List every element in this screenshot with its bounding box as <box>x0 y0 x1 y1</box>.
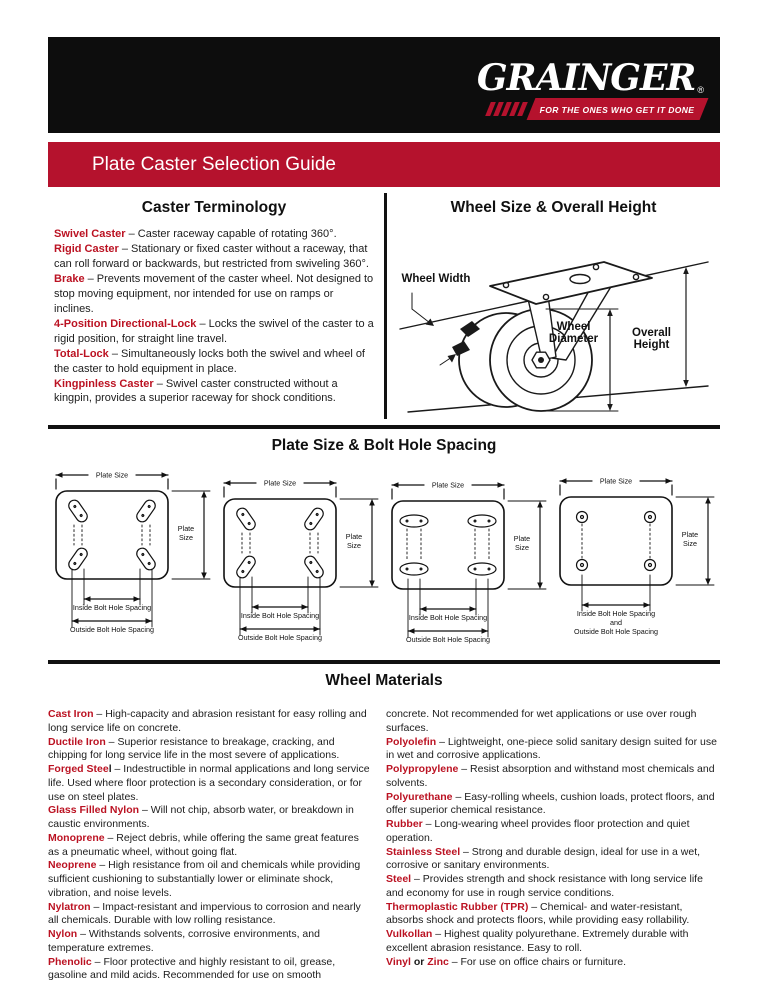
definition-item: Monoprene – Reject debris, while offerin… <box>48 831 359 858</box>
document-page: GRAINGER ® FOR THE ONES WHO GET IT DONE … <box>48 37 720 983</box>
materials-column-left: Cast Iron – High-capacity and abrasion r… <box>48 708 384 983</box>
page-title: Plate Caster Selection Guide <box>92 154 336 175</box>
section-rule-bottom <box>48 660 720 664</box>
svg-text:and: and <box>610 618 622 627</box>
definition-item: Vinyl or Zinc – For use on office chairs… <box>386 955 627 968</box>
definition-item: Neoprene – High resistance from oil and … <box>48 859 361 899</box>
svg-text:Plate: Plate <box>514 534 530 543</box>
terminology-heading: Caster Terminology <box>141 199 287 216</box>
definition-item: Polyolefin – Lightweight, one-piece soli… <box>386 735 717 762</box>
svg-text:Plate Size: Plate Size <box>432 481 464 490</box>
materials-heading: Wheel Materials <box>325 672 443 689</box>
page-title-banner: Plate Caster Selection Guide <box>48 142 720 187</box>
svg-text:Outside Bolt Hole Spacing: Outside Bolt Hole Spacing <box>70 625 154 634</box>
definition-item: concrete. Not recommended for wet applic… <box>386 708 697 734</box>
definition-item: Swivel Caster – Caster raceway capable o… <box>54 228 337 240</box>
plate-section-heading: Plate Size & Bolt Hole Spacing <box>271 437 497 454</box>
svg-text:Size: Size <box>515 543 529 552</box>
logo-tagline-row: FOR THE ONES WHO GET IT DONE <box>477 98 709 120</box>
definition-item: Total-Lock – Simultaneously locks both t… <box>54 347 365 375</box>
svg-text:Inside Bolt Hole Spacing: Inside Bolt Hole Spacing <box>241 611 319 620</box>
caster-diagram: Wheel Width Wheel Diameter Overall Heigh… <box>394 229 714 419</box>
svg-text:Outside Bolt Hole Spacing: Outside Bolt Hole Spacing <box>406 635 490 644</box>
svg-text:Plate: Plate <box>346 532 362 541</box>
svg-text:Plate Size: Plate Size <box>600 477 632 486</box>
definition-item: Kingpinless Caster – Swivel caster const… <box>54 377 338 405</box>
definition-item: Forged Steel – Indestructible in normal … <box>48 763 370 803</box>
definition-item: 4-Position Directional-Lock – Locks the … <box>54 317 374 345</box>
registered-mark: ® <box>697 85 704 95</box>
tagline-text: FOR THE ONES WHO GET IT DONE <box>539 105 695 115</box>
svg-text:Size: Size <box>179 533 193 542</box>
definition-item: Phenolic – Floor protective and highly r… <box>48 955 336 982</box>
caster-drawing <box>398 261 709 413</box>
vertical-divider <box>384 193 387 419</box>
section-rule-top <box>48 425 720 429</box>
svg-text:Plate: Plate <box>178 524 194 533</box>
svg-text:Plate Size: Plate Size <box>264 479 296 488</box>
definition-item: Vulkollan – Highest quality polyurethane… <box>386 928 689 954</box>
wheel-size-heading: Wheel Size & Overall Height <box>450 199 657 216</box>
grainger-logo-text: GRAINGER <box>476 57 696 99</box>
svg-text:Inside Bolt Hole Spacing: Inside Bolt Hole Spacing <box>73 603 151 612</box>
definition-item: Polyurethane – Easy-rolling wheels, cush… <box>386 790 715 817</box>
definition-item: Ductile Iron – Superior resistance to br… <box>48 735 340 762</box>
svg-text:Inside Bolt Hole Spacing: Inside Bolt Hole Spacing <box>409 613 487 622</box>
svg-text:Plate Size: Plate Size <box>96 471 128 480</box>
svg-text:Size: Size <box>683 539 697 548</box>
red-slash-icon <box>517 102 529 116</box>
svg-text:Plate: Plate <box>682 530 698 539</box>
caster-terminology-column: Caster Terminology Swivel Caster – Caste… <box>48 191 384 419</box>
svg-text:Size: Size <box>347 541 361 550</box>
svg-text:Outside Bolt Hole Spacing: Outside Bolt Hole Spacing <box>238 633 322 642</box>
top-section: Caster Terminology Swivel Caster – Caste… <box>48 191 720 419</box>
terminology-list: Swivel Caster – Caster raceway capable o… <box>54 227 374 406</box>
wheel-size-column: Wheel Size & Overall Height <box>387 191 720 419</box>
wheel-width-label: Wheel Width <box>401 273 471 285</box>
grainger-logo: GRAINGER ® FOR THE ONES WHO GET IT DONE <box>476 57 709 120</box>
definition-item: Rubber – Long-wearing wheel provides flo… <box>386 818 690 844</box>
definition-item: Stainless Steel – Strong and durable des… <box>386 845 701 872</box>
materials-columns: Cast Iron – High-capacity and abrasion r… <box>48 708 720 983</box>
wheel-diameter-label: Wheel Diameter <box>548 321 599 346</box>
overall-height-label: Overall Height <box>632 327 671 352</box>
svg-text:Inside Bolt Hole Spacing: Inside Bolt Hole Spacing <box>577 609 655 618</box>
definition-item: Steel – Provides strength and shock resi… <box>386 873 703 899</box>
brand-header: GRAINGER ® FOR THE ONES WHO GET IT DONE <box>48 37 720 133</box>
definition-item: Brake – Prevents movement of the caster … <box>54 272 374 315</box>
definition-item: Nylon – Withstands solvents, corrosive e… <box>48 928 320 954</box>
definition-item: Polypropylene – Resist absorption and wi… <box>386 763 715 789</box>
tagline-banner: FOR THE ONES WHO GET IT DONE <box>526 98 709 120</box>
svg-text:Outside Bolt Hole Spacing: Outside Bolt Hole Spacing <box>574 627 658 636</box>
definition-item: Glass Filled Nylon – Will not chip, abso… <box>48 804 354 830</box>
definition-item: Thermoplastic Rubber (TPR) – Chemical- a… <box>386 900 690 927</box>
definition-item: Cast Iron – High-capacity and abrasion r… <box>48 708 367 734</box>
definition-item: Nylatron – Impact-resistant and impervio… <box>48 900 361 927</box>
materials-column-right: concrete. Not recommended for wet applic… <box>384 708 720 983</box>
definition-item: Rigid Caster – Stationary or fixed caste… <box>54 242 369 270</box>
